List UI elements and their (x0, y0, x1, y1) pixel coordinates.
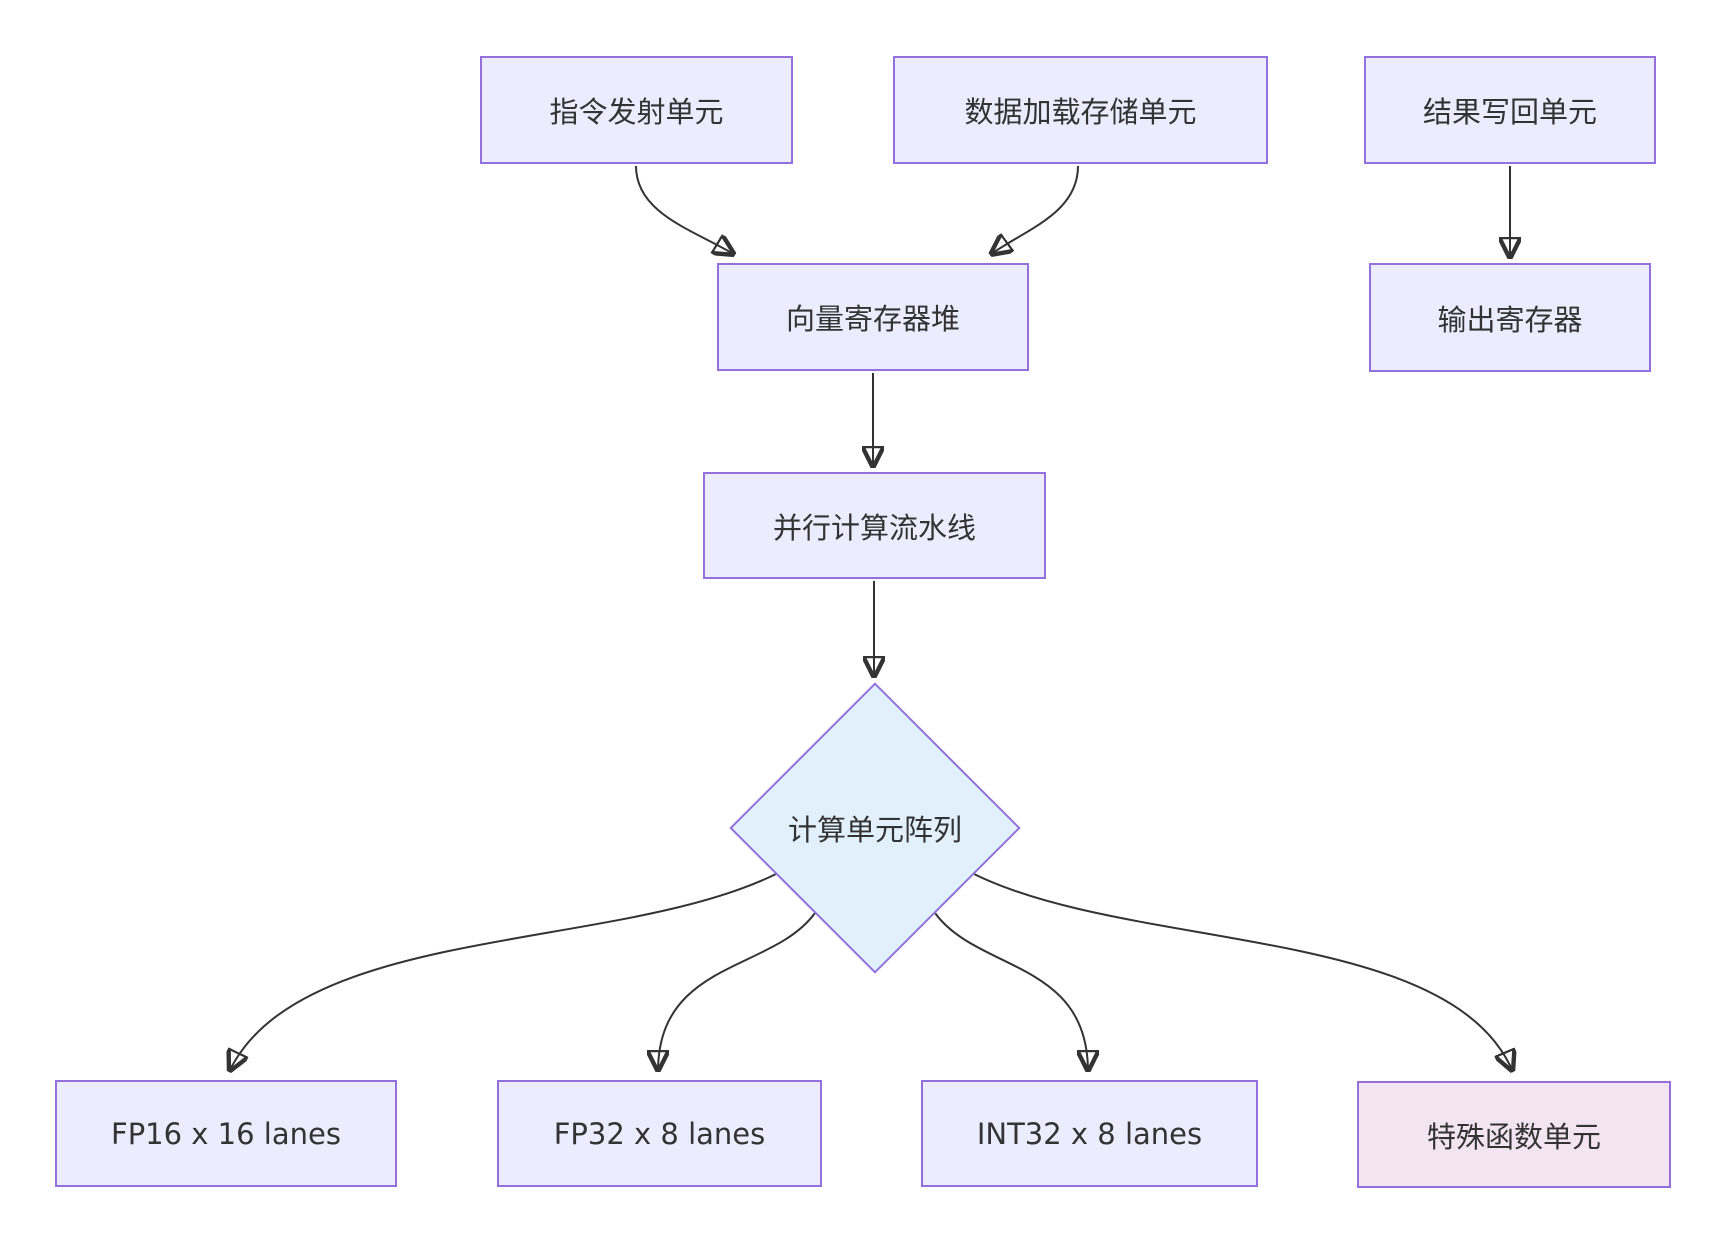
node-fp16-lanes-label: FP16 x 16 lanes (111, 1116, 341, 1151)
node-output-register-label: 输出寄存器 (1437, 302, 1583, 337)
edge-loadstore-to-vrf (990, 165, 1079, 255)
node-special-function-unit: 特殊函数单元 (1357, 1081, 1671, 1188)
node-fp32-lanes-label: FP32 x 8 lanes (553, 1116, 766, 1151)
node-result-writeback-unit-label: 结果写回单元 (1422, 95, 1597, 129)
edge-issue-to-vrf (635, 165, 735, 255)
node-instruction-issue-unit: 指令发射单元 (480, 56, 793, 164)
node-data-load-store-unit: 数据加载存储单元 (893, 56, 1268, 164)
node-vector-register-file: 向量寄存器堆 (717, 263, 1029, 371)
node-result-writeback-unit: 结果写回单元 (1364, 56, 1656, 164)
node-parallel-compute-pipeline: 并行计算流水线 (703, 472, 1046, 579)
edge-cuarray-to-int32 (934, 912, 1088, 1072)
edge-cuarray-to-sfu (973, 873, 1513, 1072)
node-output-register: 输出寄存器 (1369, 263, 1651, 372)
node-special-function-unit-label: 特殊函数单元 (1426, 1119, 1601, 1154)
edge-cuarray-to-fp16 (229, 873, 777, 1072)
edge-cuarray-to-fp32 (658, 912, 816, 1072)
node-instruction-issue-unit-label: 指令发射单元 (549, 95, 724, 129)
node-int32-lanes-label: INT32 x 8 lanes (976, 1116, 1203, 1151)
node-data-load-store-unit-label: 数据加载存储单元 (964, 95, 1197, 129)
node-compute-unit-array-label: 计算单元阵列 (787, 813, 962, 847)
node-fp16-lanes: FP16 x 16 lanes (55, 1080, 397, 1187)
node-compute-unit-array: 计算单元阵列 (730, 682, 1020, 974)
node-vector-register-file-label: 向量寄存器堆 (785, 302, 960, 336)
node-int32-lanes: INT32 x 8 lanes (921, 1080, 1258, 1187)
node-parallel-compute-pipeline-label: 并行计算流水线 (772, 510, 976, 545)
node-fp32-lanes: FP32 x 8 lanes (497, 1080, 822, 1187)
